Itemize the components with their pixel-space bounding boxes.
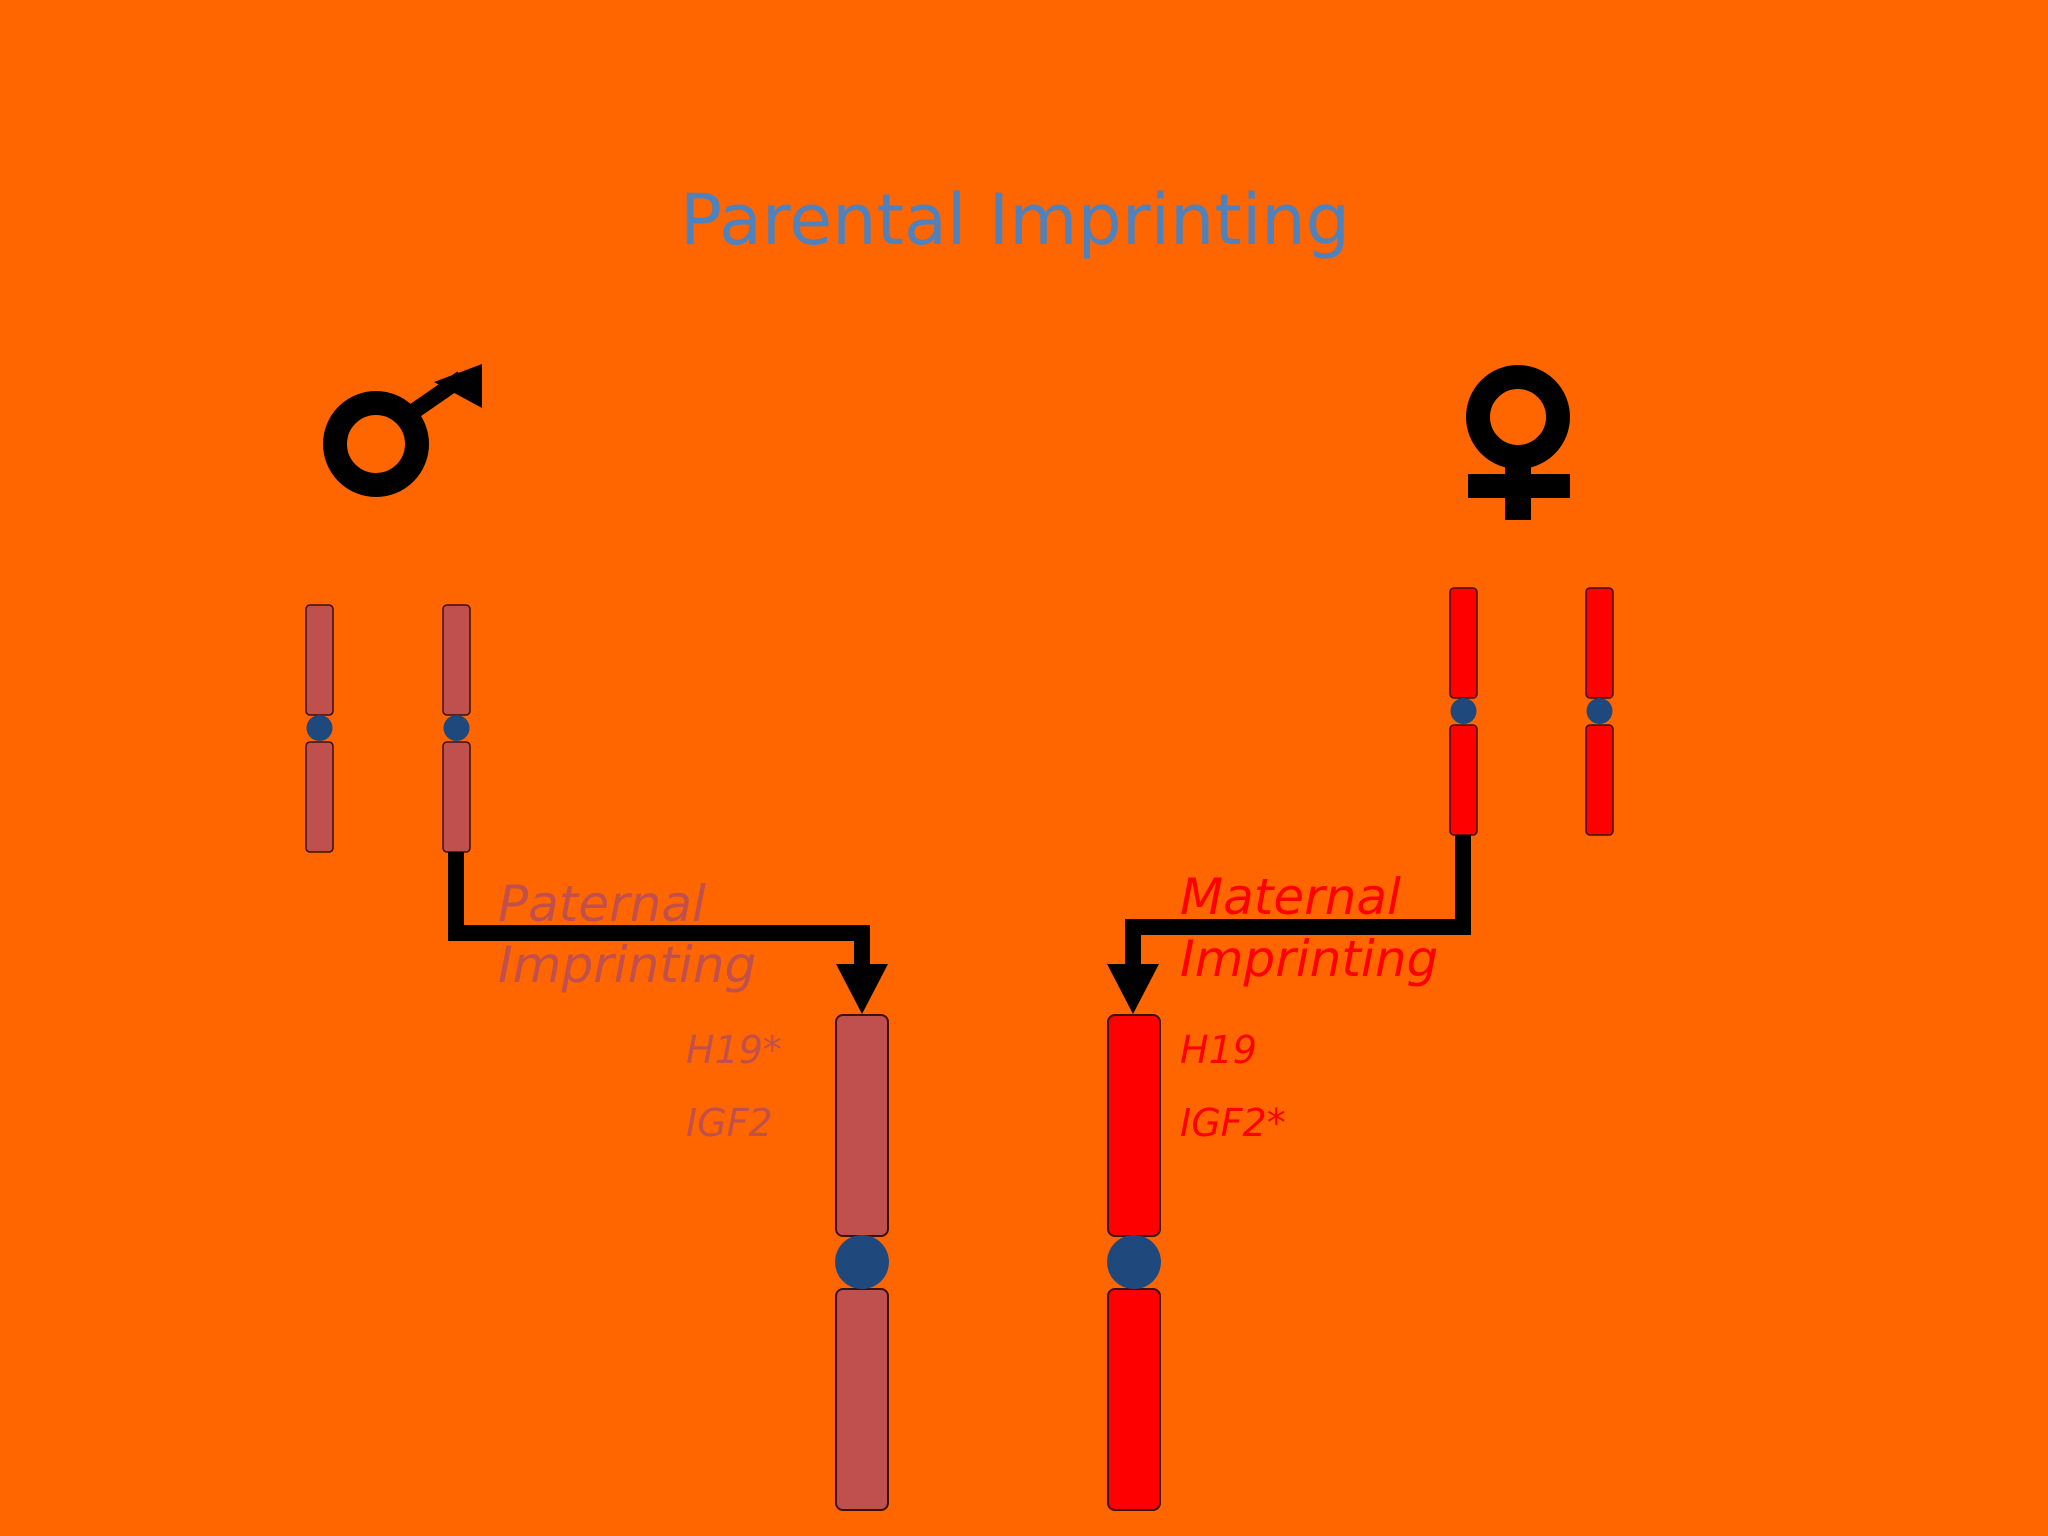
- maternal-gene-igf2: IGF2*: [1180, 1101, 1286, 1145]
- centromere: [835, 1235, 889, 1289]
- paternal-chromosome-1: [305, 604, 334, 853]
- paternal-gene-h19: H19*: [686, 1028, 782, 1072]
- centromere: [306, 715, 333, 741]
- paternal-label-line1: Paternal: [498, 875, 706, 933]
- maternal-chromosome-1: [1449, 587, 1478, 836]
- page-title: Parental Imprinting: [679, 179, 1351, 261]
- paternal-arrow: [448, 852, 888, 1014]
- maternal-chromosome-2: [1585, 587, 1614, 836]
- female-symbol-icon: [1466, 365, 1570, 520]
- paternal-gene-igf2: IGF2: [686, 1101, 773, 1145]
- maternal-arrow: [1107, 835, 1471, 1014]
- centromere: [443, 715, 470, 741]
- maternal-gene-h19: H19: [1180, 1028, 1257, 1072]
- male-symbol-icon: [323, 364, 482, 497]
- centromere: [1586, 698, 1613, 724]
- paternal-chromosome-2: [442, 604, 471, 853]
- centromere: [1450, 698, 1477, 724]
- paternal-imprinted-chromosome: [835, 1014, 889, 1511]
- paternal-label-line2: Imprinting: [498, 936, 757, 994]
- maternal-label-line2: Imprinting: [1180, 930, 1439, 988]
- maternal-imprinted-chromosome: [1107, 1014, 1161, 1511]
- centromere: [1107, 1235, 1161, 1289]
- maternal-label-line1: Maternal: [1180, 868, 1401, 926]
